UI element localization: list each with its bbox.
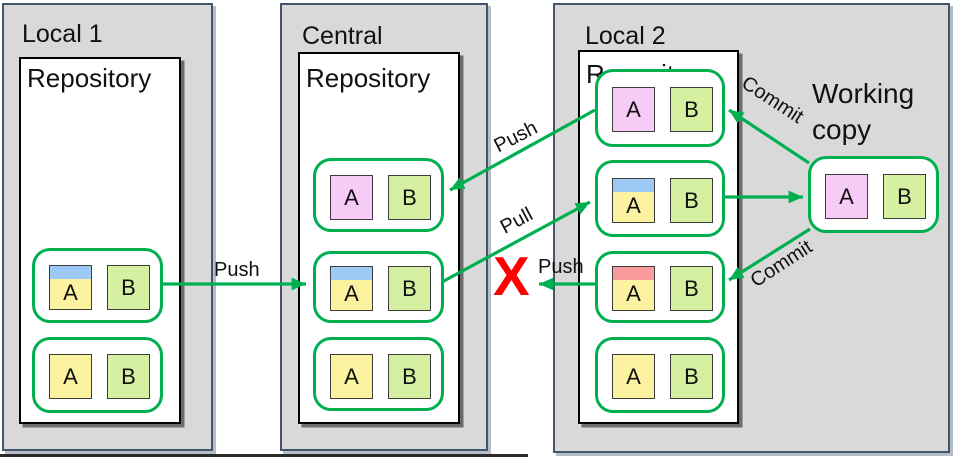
file-b-box: B: [388, 266, 431, 311]
repository-label-local1: Repository: [27, 63, 152, 93]
commit-group-local1-modified: A B: [32, 248, 163, 323]
file-a-box: A: [612, 87, 655, 132]
file-b-box: B: [883, 174, 926, 219]
file-b-box: B: [107, 354, 150, 399]
commit-group-local2-base: A B: [595, 337, 725, 413]
file-b-box: B: [107, 265, 150, 310]
commit-group-central-base: A B: [313, 337, 444, 411]
commit-group-local2-pink: A B: [595, 69, 725, 147]
panel-title-central: Central: [302, 22, 383, 50]
file-a-box: A: [330, 175, 373, 220]
file-a-box: A: [49, 265, 92, 310]
panel-title-local1: Local 1: [22, 20, 103, 48]
file-b-box: B: [388, 354, 431, 399]
label-push-local1-central: Push: [214, 259, 260, 281]
file-a-box: A: [612, 354, 655, 399]
label-push-local2-central: Push: [490, 116, 542, 158]
file-b-box: B: [670, 178, 713, 223]
label-pull-central-local2: Pull: [496, 203, 537, 239]
commit-group-central-modified: A B: [313, 251, 444, 323]
commit-group-local1-base: A B: [32, 337, 163, 413]
file-a-box: A: [612, 266, 655, 311]
slide-bottom-edge: [0, 454, 528, 457]
blocked-push-x-marker: X: [493, 245, 530, 307]
repository-label-central: Repository: [306, 63, 431, 93]
file-b-box: B: [670, 266, 713, 311]
label-push-blocked: Push: [538, 256, 584, 278]
file-b-box: B: [388, 175, 431, 220]
file-a-box: A: [825, 174, 868, 219]
commit-group-local2-modified-red: A B: [595, 251, 725, 323]
file-a-box: A: [330, 354, 373, 399]
working-copy-label: Working copy: [812, 78, 915, 145]
commit-group-central-pink: A B: [313, 158, 444, 232]
file-a-box: A: [330, 266, 373, 311]
commit-group-local2-modified-blue: A B: [595, 160, 725, 237]
file-b-box: B: [670, 87, 713, 132]
file-a-box: A: [612, 178, 655, 223]
file-b-box: B: [670, 354, 713, 399]
working-copy-files: A B: [808, 156, 939, 233]
panel-title-local2: Local 2: [585, 22, 666, 50]
file-a-box: A: [49, 354, 92, 399]
